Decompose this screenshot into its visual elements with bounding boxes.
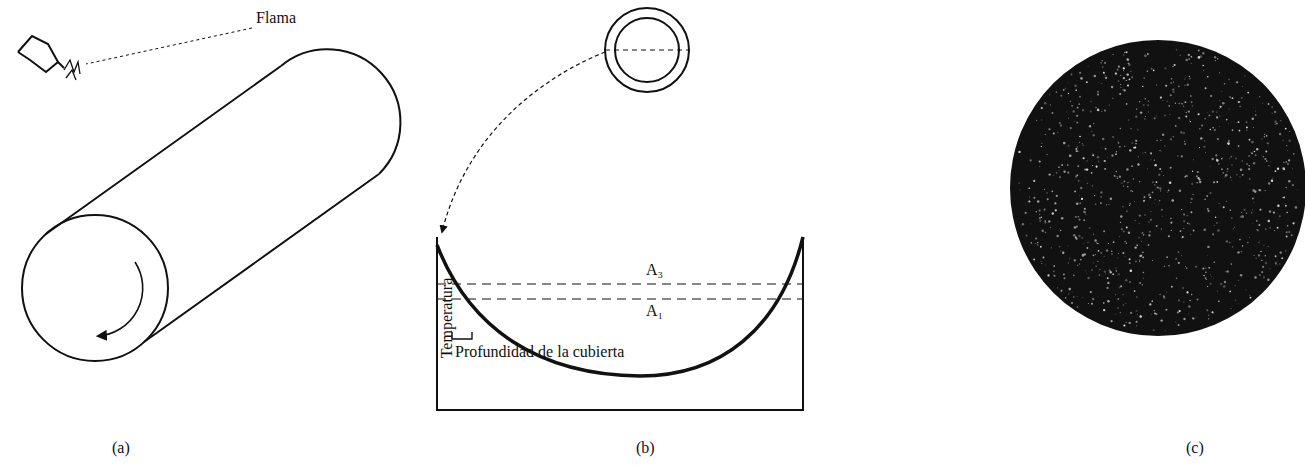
temperature-graph: [437, 237, 803, 410]
panel-label: (b): [636, 440, 655, 456]
axis-label: Temperatura: [439, 278, 455, 359]
depth-bracket: [452, 332, 472, 339]
cylinder: [22, 49, 400, 361]
temperature-line-label: A₁: [646, 303, 663, 319]
curved-arrow: [442, 52, 605, 232]
micrograph-disc: [1010, 40, 1305, 336]
micrograph-texture: [1018, 49, 1298, 331]
ring-section: [605, 8, 689, 92]
leader-line: [86, 28, 252, 64]
flame: [64, 60, 80, 80]
flame-label: Flama: [256, 10, 296, 26]
panel-label: (a): [112, 440, 130, 456]
depth-label: Profundidad de la cubierta: [455, 344, 624, 360]
torch: [18, 36, 64, 72]
rotation-arrow: [98, 262, 143, 336]
temperature-line-label: A₃: [646, 262, 663, 278]
panel-label: (c): [1186, 440, 1204, 456]
